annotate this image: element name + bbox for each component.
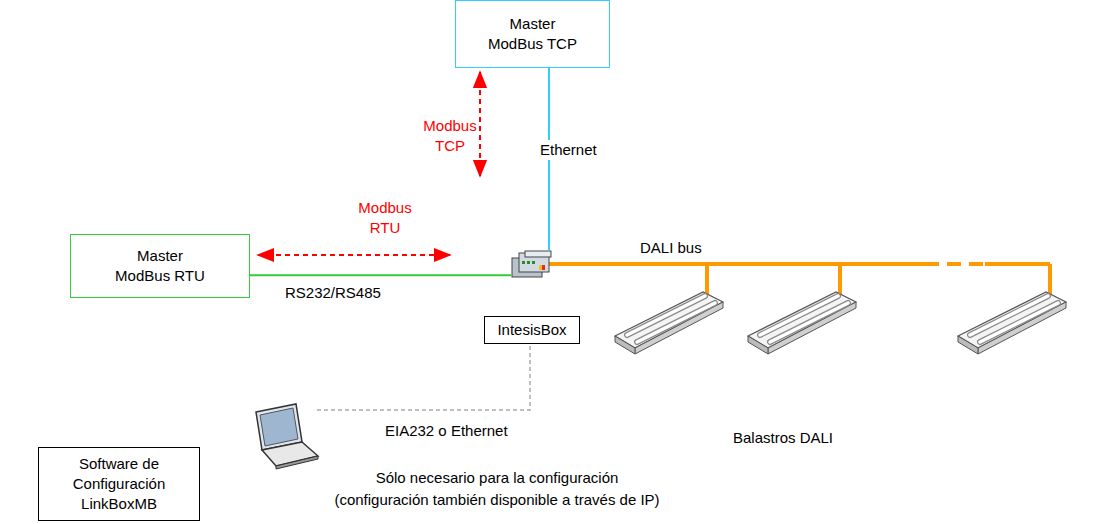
software-box: Software de Configuración LinkBoxMB — [38, 447, 200, 521]
config-link — [314, 346, 530, 410]
annotation-label: DALI bus — [640, 238, 702, 258]
master-box: Master ModBus TCP — [455, 0, 610, 68]
edge-label: Ethernet — [540, 140, 597, 160]
gateway-label: IntesisBox — [484, 316, 579, 344]
modbus-tcp-arrow — [479, 72, 481, 176]
edge-label: RS232/RS485 — [285, 283, 381, 303]
dali-ballast — [748, 292, 856, 354]
annotation-label: Sólo necesario para la configuración — [247, 468, 747, 488]
laptop-icon — [256, 404, 318, 469]
dali-ballast — [958, 292, 1066, 354]
dali-bus — [530, 264, 1050, 300]
gateway-node: IntesisBox — [476, 250, 588, 346]
connector-line — [250, 274, 511, 276]
annotation-label: EIA232 o Ethernet — [385, 421, 508, 441]
box-text: Software de Configuración LinkBoxMB — [67, 454, 171, 514]
box-text: Master ModBus RTU — [112, 246, 208, 286]
gateway-icon — [511, 250, 553, 278]
dali-ballast — [615, 292, 723, 354]
annotation-label: Modbus TCP — [420, 116, 480, 156]
annotation-label: Modbus RTU — [355, 198, 415, 238]
box-text: Master ModBus TCP — [485, 14, 581, 54]
annotation-label: Balastros DALI — [733, 428, 833, 448]
annotation-label: (configuración también disponible a trav… — [247, 490, 747, 510]
modbus-rtu-arrow — [258, 254, 450, 256]
master-box: Master ModBus RTU — [70, 234, 250, 298]
